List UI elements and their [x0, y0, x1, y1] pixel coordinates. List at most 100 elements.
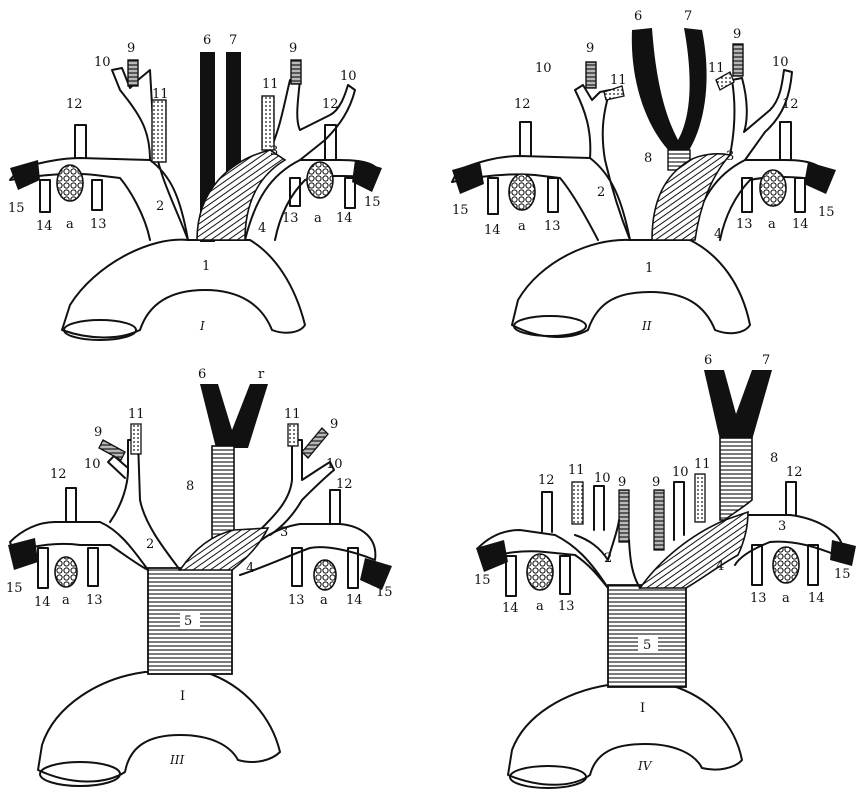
label-3: 3	[270, 144, 278, 159]
vessel-9-left	[619, 490, 629, 542]
body-a-left	[55, 557, 77, 587]
vessel-12-right	[786, 482, 796, 515]
vessel-12-left	[66, 488, 76, 522]
label-9-left: 9	[127, 41, 135, 56]
label-10-right: 10	[672, 465, 689, 480]
label-11-left: 11	[152, 87, 169, 102]
vessel-15-left	[10, 160, 40, 190]
label-11-right: 11	[262, 77, 279, 92]
label-a-left: a	[518, 219, 526, 234]
label-15-right: 15	[834, 567, 851, 582]
label-11-right: 11	[284, 407, 301, 422]
trunk-3	[730, 70, 792, 160]
label-11-left: 11	[568, 463, 585, 478]
vessel-10-right	[674, 482, 684, 540]
label-12-right: 12	[786, 465, 803, 480]
body-a-right	[760, 170, 786, 206]
vessel-8	[720, 438, 752, 520]
label-9-right: 9	[330, 417, 338, 432]
label-13-right: 13	[736, 217, 753, 232]
body-a-left	[57, 165, 83, 201]
label-6: 6	[634, 9, 642, 24]
label-11-left: 11	[610, 73, 627, 88]
label-2: 2	[597, 185, 605, 200]
label-5: 5	[184, 614, 192, 629]
label-12-left: 12	[514, 97, 531, 112]
panel-numeral-ii: II	[641, 319, 652, 333]
vessel-13-right	[752, 545, 762, 585]
label-14-left: 14	[34, 595, 51, 610]
vessel-11-right	[262, 96, 274, 150]
panel-ii: 9 10 11 12 6 7 8 9 11 10 12 2 3 4 1 15 1…	[452, 9, 836, 337]
vessels-6-7	[704, 370, 772, 440]
panel-numeral-iii: III	[169, 753, 184, 767]
label-11-left: 11	[128, 407, 145, 422]
label-13-right: 13	[282, 211, 299, 226]
vessel-8	[212, 446, 234, 538]
vessel-9-right	[291, 60, 301, 84]
label-8: 8	[186, 479, 194, 494]
label-14-right: 14	[336, 211, 353, 226]
vessel-9-right	[733, 44, 743, 76]
label-1: I	[180, 689, 185, 704]
label-7: 7	[762, 353, 770, 368]
label-1: 1	[645, 261, 653, 276]
label-13-right: 13	[288, 593, 305, 608]
label-9-right: 9	[289, 41, 297, 56]
label-2: 2	[156, 199, 164, 214]
vessel-12-right	[780, 122, 791, 160]
label-2: 2	[604, 551, 612, 566]
label-10-left: 10	[535, 61, 552, 76]
panel-iii: 9 10 11 12 6 r 8 9 11 10 12 2 3 4 5 I 15…	[6, 367, 393, 786]
trunk-2	[575, 85, 630, 240]
label-12-left: 12	[50, 467, 67, 482]
label-3: 3	[726, 149, 734, 164]
label-11-right: 11	[694, 457, 711, 472]
vessel-15-right	[804, 162, 836, 194]
label-13-right: 13	[750, 591, 767, 606]
label-6: 6	[198, 367, 206, 382]
vessel-11-right	[288, 424, 298, 446]
vessel-12-right	[330, 490, 340, 524]
vessel-13-left	[548, 178, 558, 212]
trunk-2	[112, 68, 188, 240]
label-9-left: 9	[586, 41, 594, 56]
label-a-left: a	[536, 599, 544, 614]
label-7: 7	[229, 33, 237, 48]
label-4: 4	[714, 227, 722, 242]
label-8: 8	[770, 451, 778, 466]
label-10-left: 10	[594, 471, 611, 486]
label-9-right: 9	[733, 27, 741, 42]
body-a-left	[527, 554, 553, 590]
vessel-13-left	[88, 548, 98, 586]
vessel-14-right	[808, 545, 818, 585]
vessel-12-left	[542, 492, 552, 532]
vessel-9-right	[302, 428, 328, 458]
body-a-left	[509, 174, 535, 210]
trunk-3	[262, 440, 334, 535]
label-14-right: 14	[346, 593, 363, 608]
vessel-4	[180, 528, 268, 570]
label-9-left: 9	[94, 425, 102, 440]
label-a-right: a	[782, 591, 790, 606]
vessel-11-right	[695, 474, 705, 522]
vessel-14-right	[795, 178, 805, 212]
aortic-arch	[38, 672, 280, 782]
vessel-11-left	[604, 86, 624, 100]
label-8: 8	[644, 151, 652, 166]
label-10-left: 10	[94, 55, 111, 70]
vessel-14-left	[38, 548, 48, 588]
aortic-arch	[508, 685, 742, 785]
label-7: r	[258, 367, 265, 382]
vessel-9-left	[586, 62, 596, 88]
label-15-left: 15	[474, 573, 491, 588]
label-10-right: 10	[772, 55, 789, 70]
vessel-opening-left	[40, 762, 120, 786]
label-15-left: 15	[452, 203, 469, 218]
vessel-13-left	[92, 180, 102, 210]
aortic-sac	[512, 240, 750, 337]
label-2: 2	[146, 537, 154, 552]
label-11-right: 11	[708, 61, 725, 76]
vessel-10-left	[108, 456, 128, 478]
label-10-right: 10	[326, 457, 343, 472]
